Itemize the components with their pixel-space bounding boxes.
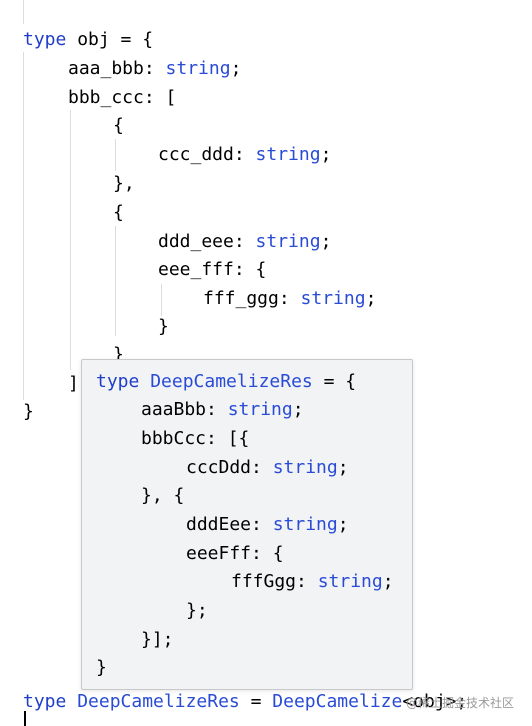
code-text: }]; bbox=[141, 629, 174, 650]
tooltip-line: type DeepCamelizeRes = { bbox=[96, 370, 356, 394]
code-line: { bbox=[113, 201, 124, 225]
watermark: @稀土掘金技术社区 bbox=[405, 696, 514, 710]
type-name: string bbox=[272, 457, 338, 478]
punctuation: ; bbox=[320, 231, 332, 252]
indent-guide bbox=[115, 139, 116, 171]
type-name: string bbox=[300, 288, 366, 309]
type-name: DeepCamelizeRes bbox=[150, 371, 313, 392]
code-text: <obj>; bbox=[402, 691, 468, 712]
code-text: { bbox=[113, 202, 124, 223]
code-text: } bbox=[158, 316, 169, 337]
indent-guide bbox=[115, 226, 116, 336]
property-name: aaaBbb: bbox=[141, 399, 228, 420]
indent-guide bbox=[23, 52, 24, 400]
type-name: string bbox=[165, 58, 231, 79]
code-text: = bbox=[239, 691, 273, 712]
indent-guide bbox=[161, 284, 162, 316]
code-text: { bbox=[113, 115, 124, 136]
property-name: ccc_ddd: bbox=[158, 144, 256, 165]
type-name: string bbox=[255, 144, 321, 165]
tooltip-line: }, { bbox=[141, 484, 184, 508]
code-line: }, bbox=[113, 172, 135, 196]
tooltip-line: aaaBbb: string; bbox=[141, 398, 304, 422]
code-line: } bbox=[113, 343, 124, 367]
property-name: fffGgg: bbox=[231, 571, 318, 592]
code-line: type DeepCamelizeRes = DeepCamelize<obj>… bbox=[23, 690, 467, 714]
type-name-hovered[interactable]: DeepCamelizeRes bbox=[77, 691, 240, 712]
tooltip-line: }; bbox=[186, 599, 208, 623]
code-text: }, bbox=[113, 173, 135, 194]
code-line: { bbox=[113, 114, 124, 138]
punctuation: ; bbox=[382, 571, 394, 592]
tooltip-line: bbbCcc: [{ bbox=[141, 427, 249, 451]
indent-guide bbox=[23, 0, 24, 24]
code-text: }, { bbox=[141, 485, 185, 506]
tooltip-line: }]; bbox=[141, 628, 174, 652]
tooltip-line: eeeFff: { bbox=[186, 542, 284, 566]
punctuation: ; bbox=[365, 288, 377, 309]
code-text: eee_fff: { bbox=[158, 259, 267, 280]
code-text: obj = { bbox=[66, 29, 154, 50]
code-text: ] bbox=[68, 373, 79, 394]
keyword: type bbox=[23, 691, 67, 712]
punctuation: ; bbox=[292, 399, 304, 420]
type-name: string bbox=[272, 514, 338, 535]
tooltip-line: dddEee: string; bbox=[186, 513, 349, 537]
code-text: bbb_ccc: [ bbox=[68, 87, 177, 108]
text-cursor bbox=[24, 711, 26, 726]
punctuation: ; bbox=[320, 144, 332, 165]
property-name: ddd_eee: bbox=[158, 231, 256, 252]
code-line: type obj = { bbox=[23, 28, 153, 52]
keyword: type bbox=[23, 29, 67, 50]
punctuation: ; bbox=[337, 514, 349, 535]
property-name: aaa_bbb: bbox=[68, 58, 166, 79]
code-text: = { bbox=[312, 371, 357, 392]
code-line: eee_fff: { bbox=[158, 258, 266, 282]
code-text: }; bbox=[186, 600, 208, 621]
code-text: bbbCcc: [{ bbox=[141, 428, 250, 449]
code-line: fff_ggg: string; bbox=[203, 287, 376, 311]
type-name: string bbox=[255, 231, 321, 252]
tooltip-line: cccDdd: string; bbox=[186, 456, 349, 480]
property-name: cccDdd: bbox=[186, 457, 273, 478]
property-name: fff_ggg: bbox=[203, 288, 301, 309]
tooltip-line: } bbox=[96, 656, 107, 680]
code-text: } bbox=[23, 401, 34, 422]
property-name: dddEee: bbox=[186, 514, 273, 535]
punctuation: ; bbox=[230, 58, 242, 79]
code-line: } bbox=[158, 315, 169, 339]
code-line: bbb_ccc: [ bbox=[68, 86, 176, 110]
code-line: ddd_eee: string; bbox=[158, 230, 331, 254]
keyword: type bbox=[96, 371, 140, 392]
code-line: ccc_ddd: string; bbox=[158, 143, 331, 167]
indent-guide bbox=[70, 110, 71, 370]
code-text: eeeFff: { bbox=[186, 543, 284, 564]
code-text: } bbox=[96, 657, 107, 678]
type-name: string bbox=[227, 399, 293, 420]
type-hover-tooltip: type DeepCamelizeRes = { aaaBbb: string;… bbox=[81, 359, 413, 690]
code-line: aaa_bbb: string; bbox=[68, 57, 241, 81]
punctuation: ; bbox=[337, 457, 349, 478]
code-line: ] bbox=[68, 372, 79, 396]
code-text: } bbox=[113, 344, 124, 365]
code-line: } bbox=[23, 400, 34, 424]
type-name: string bbox=[317, 571, 383, 592]
tooltip-line: fffGgg: string; bbox=[231, 570, 394, 594]
type-name[interactable]: DeepCamelize bbox=[272, 691, 403, 712]
